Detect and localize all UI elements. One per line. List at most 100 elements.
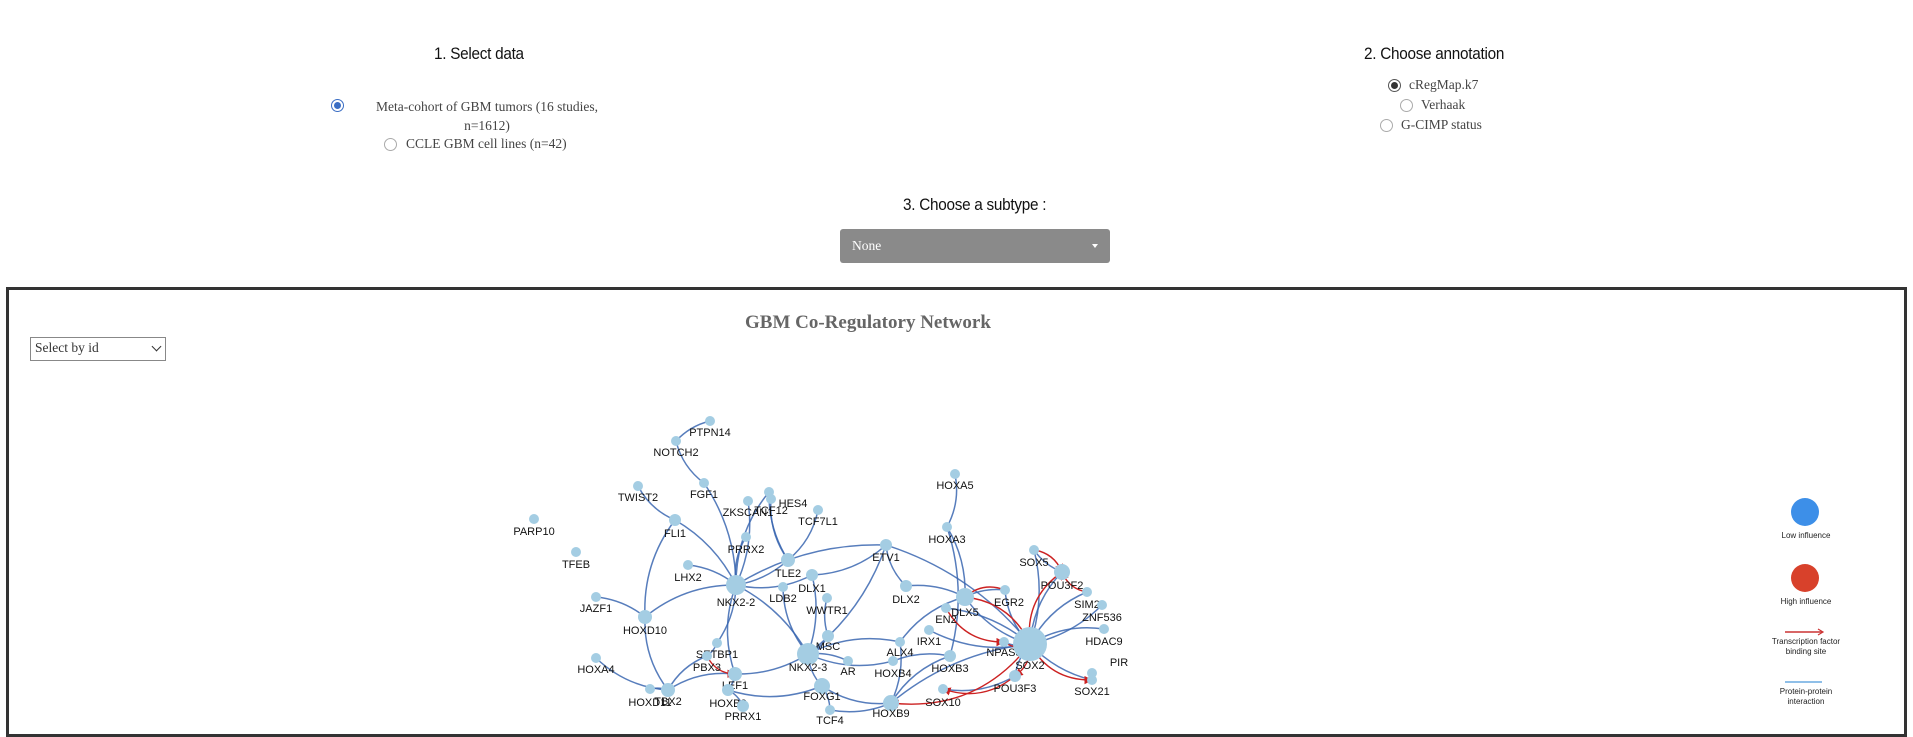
network-node[interactable] xyxy=(683,560,693,570)
network-node-label: HOXA4 xyxy=(577,664,614,676)
network-node[interactable] xyxy=(778,582,788,592)
radio-button-cregmap[interactable] xyxy=(1388,79,1401,92)
network-node[interactable] xyxy=(1000,585,1010,595)
network-node[interactable] xyxy=(825,705,835,715)
network-node[interactable] xyxy=(1082,587,1092,597)
network-node[interactable] xyxy=(591,592,601,602)
gcimp-label: G-CIMP status xyxy=(1401,117,1482,132)
network-node-label: SIM2 xyxy=(1074,599,1100,611)
network-node[interactable] xyxy=(705,416,715,426)
radio-option-cregmap[interactable]: cRegMap.k7 xyxy=(1388,77,1478,93)
network-node[interactable] xyxy=(956,588,974,606)
network-node-label: ALX4 xyxy=(887,647,914,659)
network-node[interactable] xyxy=(645,684,655,694)
network-node-label: WWTR1 xyxy=(806,605,848,617)
radio-button-verhaak[interactable] xyxy=(1400,99,1413,112)
radio-option-verhaak[interactable]: Verhaak xyxy=(1400,97,1465,113)
network-node-label: HOXD11 xyxy=(628,697,671,709)
network-node[interactable] xyxy=(702,651,712,661)
network-node-label: DLX5 xyxy=(951,607,979,619)
radio-option-ccle[interactable]: CCLE GBM cell lines (n=42) xyxy=(384,136,567,152)
network-node-label: TWIST2 xyxy=(618,492,658,504)
network-node-label: SOX21 xyxy=(1074,686,1109,698)
network-node[interactable] xyxy=(1009,670,1021,682)
network-node[interactable] xyxy=(924,625,934,635)
network-node-label: LDB2 xyxy=(769,593,797,605)
subtype-selected-value: None xyxy=(852,238,882,253)
tf-binding-edge xyxy=(890,643,1031,708)
network-node[interactable] xyxy=(822,593,832,603)
network-node-label: TLE2 xyxy=(775,568,801,580)
network-node[interactable] xyxy=(743,496,753,506)
network-node[interactable] xyxy=(737,700,749,712)
network-node[interactable] xyxy=(633,481,643,491)
network-node[interactable] xyxy=(671,436,681,446)
ppi-edge xyxy=(644,584,737,618)
network-node-label: SOX5 xyxy=(1019,557,1048,569)
network-node[interactable] xyxy=(813,505,823,515)
network-node[interactable] xyxy=(814,678,830,694)
ppi-edge xyxy=(807,544,887,655)
network-node[interactable] xyxy=(1099,624,1109,634)
network-node[interactable] xyxy=(1029,545,1039,555)
low-influence-swatch xyxy=(1791,498,1819,526)
network-node[interactable] xyxy=(661,683,675,697)
select-by-id-dropdown[interactable]: Select by id xyxy=(30,337,166,361)
network-node-label: TCF4 xyxy=(816,715,844,725)
network-node[interactable] xyxy=(895,637,905,647)
network-node[interactable] xyxy=(699,478,709,488)
network-node[interactable] xyxy=(728,667,742,681)
radio-option-gcimp[interactable]: G-CIMP status xyxy=(1380,117,1482,133)
network-node[interactable] xyxy=(1013,627,1047,661)
network-node[interactable] xyxy=(843,656,853,666)
network-node[interactable] xyxy=(1097,600,1107,610)
high-influence-label: High influence xyxy=(1781,597,1832,606)
network-node[interactable] xyxy=(1054,564,1070,580)
network-node[interactable] xyxy=(638,610,652,624)
network-node[interactable] xyxy=(1087,668,1097,678)
radio-button-ccle[interactable] xyxy=(384,138,397,151)
network-node[interactable] xyxy=(669,514,681,526)
network-node[interactable] xyxy=(529,514,539,524)
network-node-label: MSC xyxy=(816,641,841,653)
network-node[interactable] xyxy=(712,638,722,648)
network-node-label: TCF12 xyxy=(754,505,788,517)
ppi-label-line1: Protein-protein xyxy=(1780,687,1832,696)
network-node[interactable] xyxy=(591,653,601,663)
tf-binding-edge xyxy=(942,675,1016,696)
network-node[interactable] xyxy=(741,532,751,542)
network-node-label: HES4 xyxy=(779,498,808,510)
subtype-dropdown[interactable]: None xyxy=(840,229,1110,263)
network-node-label: HOXD10 xyxy=(623,625,667,637)
network-node[interactable] xyxy=(944,650,956,662)
network-node[interactable] xyxy=(1087,675,1097,685)
network-node[interactable] xyxy=(806,569,818,581)
network-node-label: POU3F2 xyxy=(1041,580,1084,592)
network-node[interactable] xyxy=(942,522,952,532)
network-node[interactable] xyxy=(941,603,951,613)
network-node[interactable] xyxy=(822,630,834,642)
network-node[interactable] xyxy=(999,637,1009,647)
network-node[interactable] xyxy=(888,656,898,666)
network-node-label: NKX2-3 xyxy=(789,662,828,674)
meta-cohort-label-line1: Meta-cohort of GBM tumors (16 studies, xyxy=(376,99,598,114)
network-node[interactable] xyxy=(883,695,899,711)
network-node[interactable] xyxy=(900,580,912,592)
radio-option-meta-cohort[interactable]: Meta-cohort of GBM tumors (16 studies, n… xyxy=(331,97,612,135)
network-node[interactable] xyxy=(722,684,734,696)
legend: Low influence High influence Transcripti… xyxy=(1772,498,1840,706)
network-node[interactable] xyxy=(880,539,892,551)
network-node[interactable] xyxy=(571,547,581,557)
network-node[interactable] xyxy=(950,469,960,479)
network-node-label: HOXA5 xyxy=(936,480,973,492)
network-node[interactable] xyxy=(938,684,948,694)
radio-button-gcimp[interactable] xyxy=(1380,119,1393,132)
network-node[interactable] xyxy=(797,643,819,665)
network-node-label: DLX2 xyxy=(892,594,920,606)
network-node[interactable] xyxy=(781,553,795,567)
network-node-label: NPAS3 xyxy=(986,647,1021,659)
network-node[interactable] xyxy=(766,494,776,504)
network-node[interactable] xyxy=(726,575,746,595)
radio-button-meta-cohort[interactable] xyxy=(331,99,344,112)
